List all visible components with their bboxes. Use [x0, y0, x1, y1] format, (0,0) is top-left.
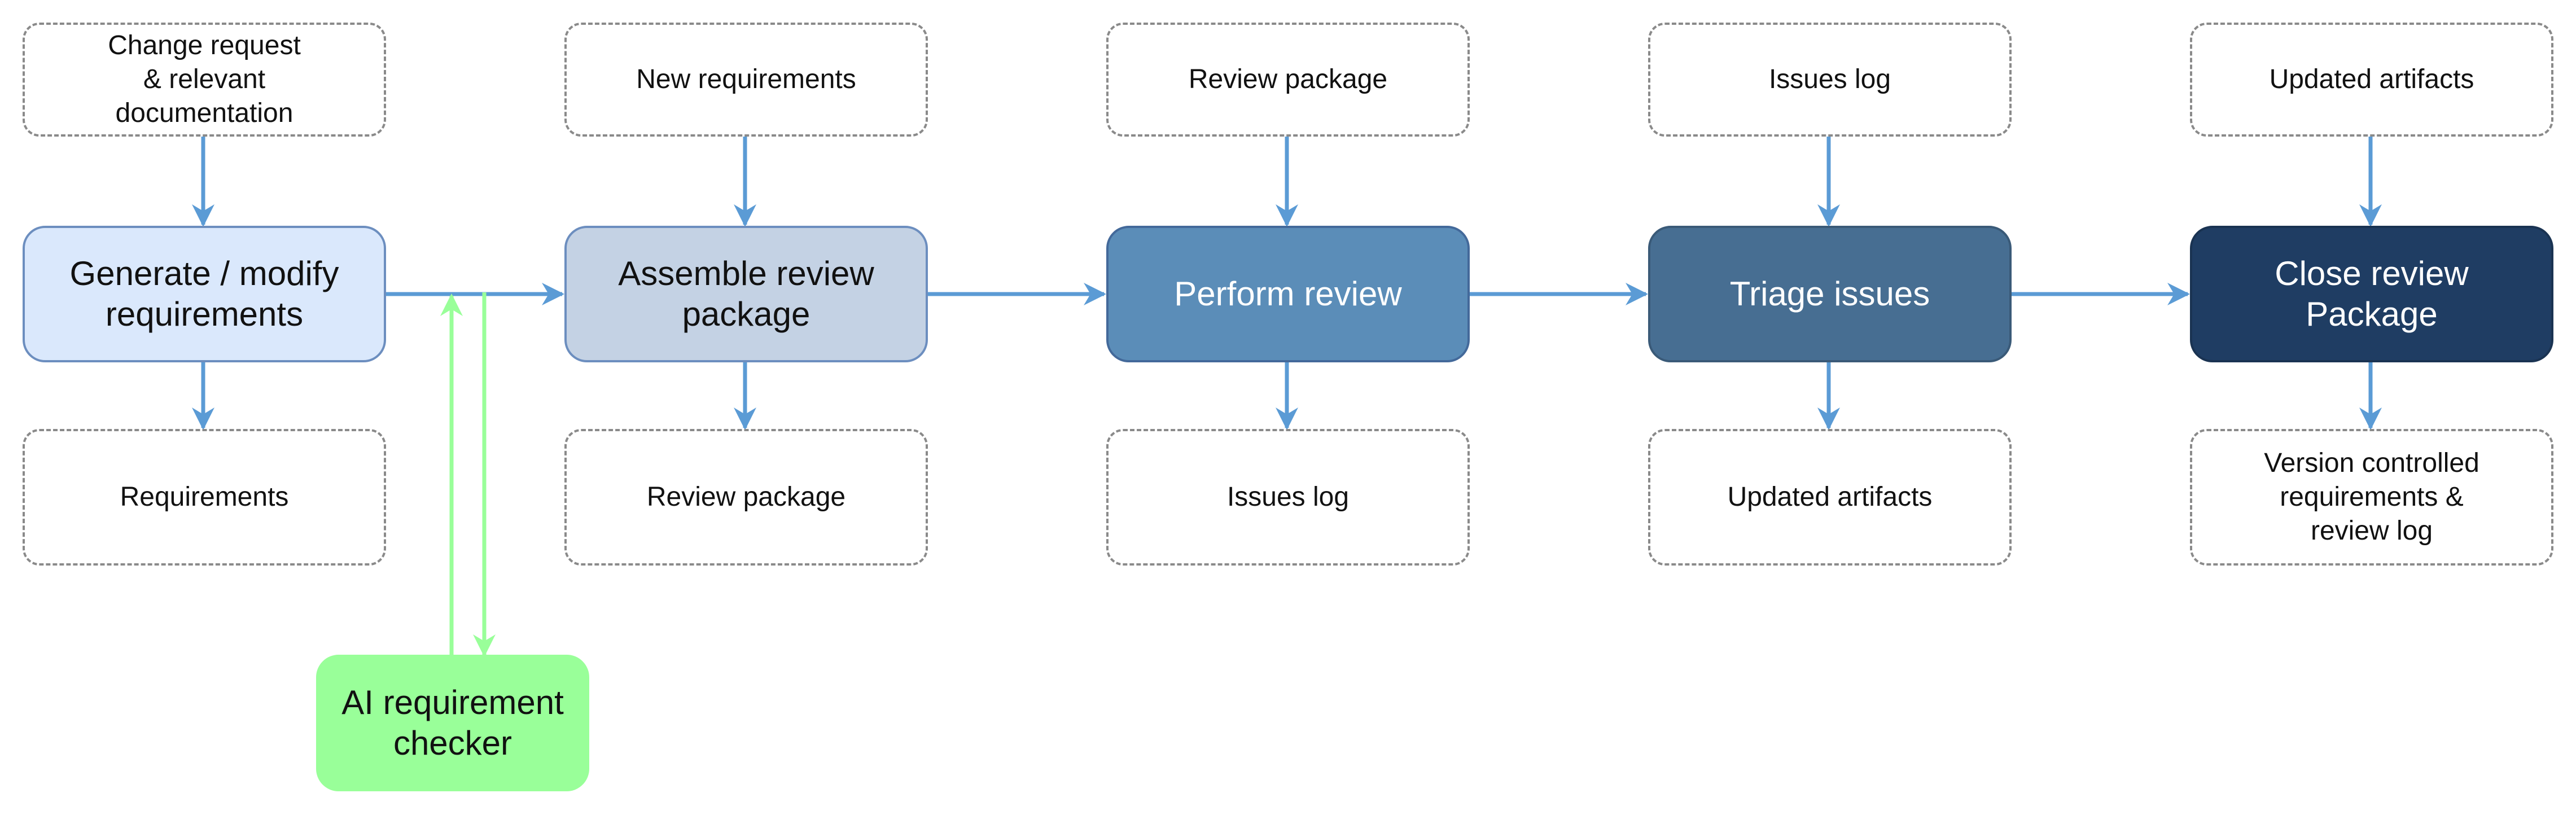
input-artifact-2: New requirements [564, 23, 928, 137]
input-artifact-1: Change request & relevant documentation [23, 23, 386, 137]
output-artifact-2: Review package [564, 429, 928, 566]
input-artifact-4: Issues log [1648, 23, 2012, 137]
input-artifact-5: Updated artifacts [2190, 23, 2553, 137]
process-triage-issues[interactable]: Triage issues [1648, 226, 2012, 362]
output-artifact-3: Issues log [1106, 429, 1470, 566]
ai-requirement-checker[interactable]: AI requirement checker [316, 655, 589, 791]
output-artifact-1: Requirements [23, 429, 386, 566]
process-generate-modify-requirements[interactable]: Generate / modify requirements [23, 226, 386, 362]
process-close-review-package[interactable]: Close review Package [2190, 226, 2553, 362]
process-assemble-review-package[interactable]: Assemble review package [564, 226, 928, 362]
input-artifact-3: Review package [1106, 23, 1470, 137]
output-artifact-4: Updated artifacts [1648, 429, 2012, 566]
process-perform-review[interactable]: Perform review [1106, 226, 1470, 362]
output-artifact-5: Version controlled requirements & review… [2190, 429, 2553, 566]
